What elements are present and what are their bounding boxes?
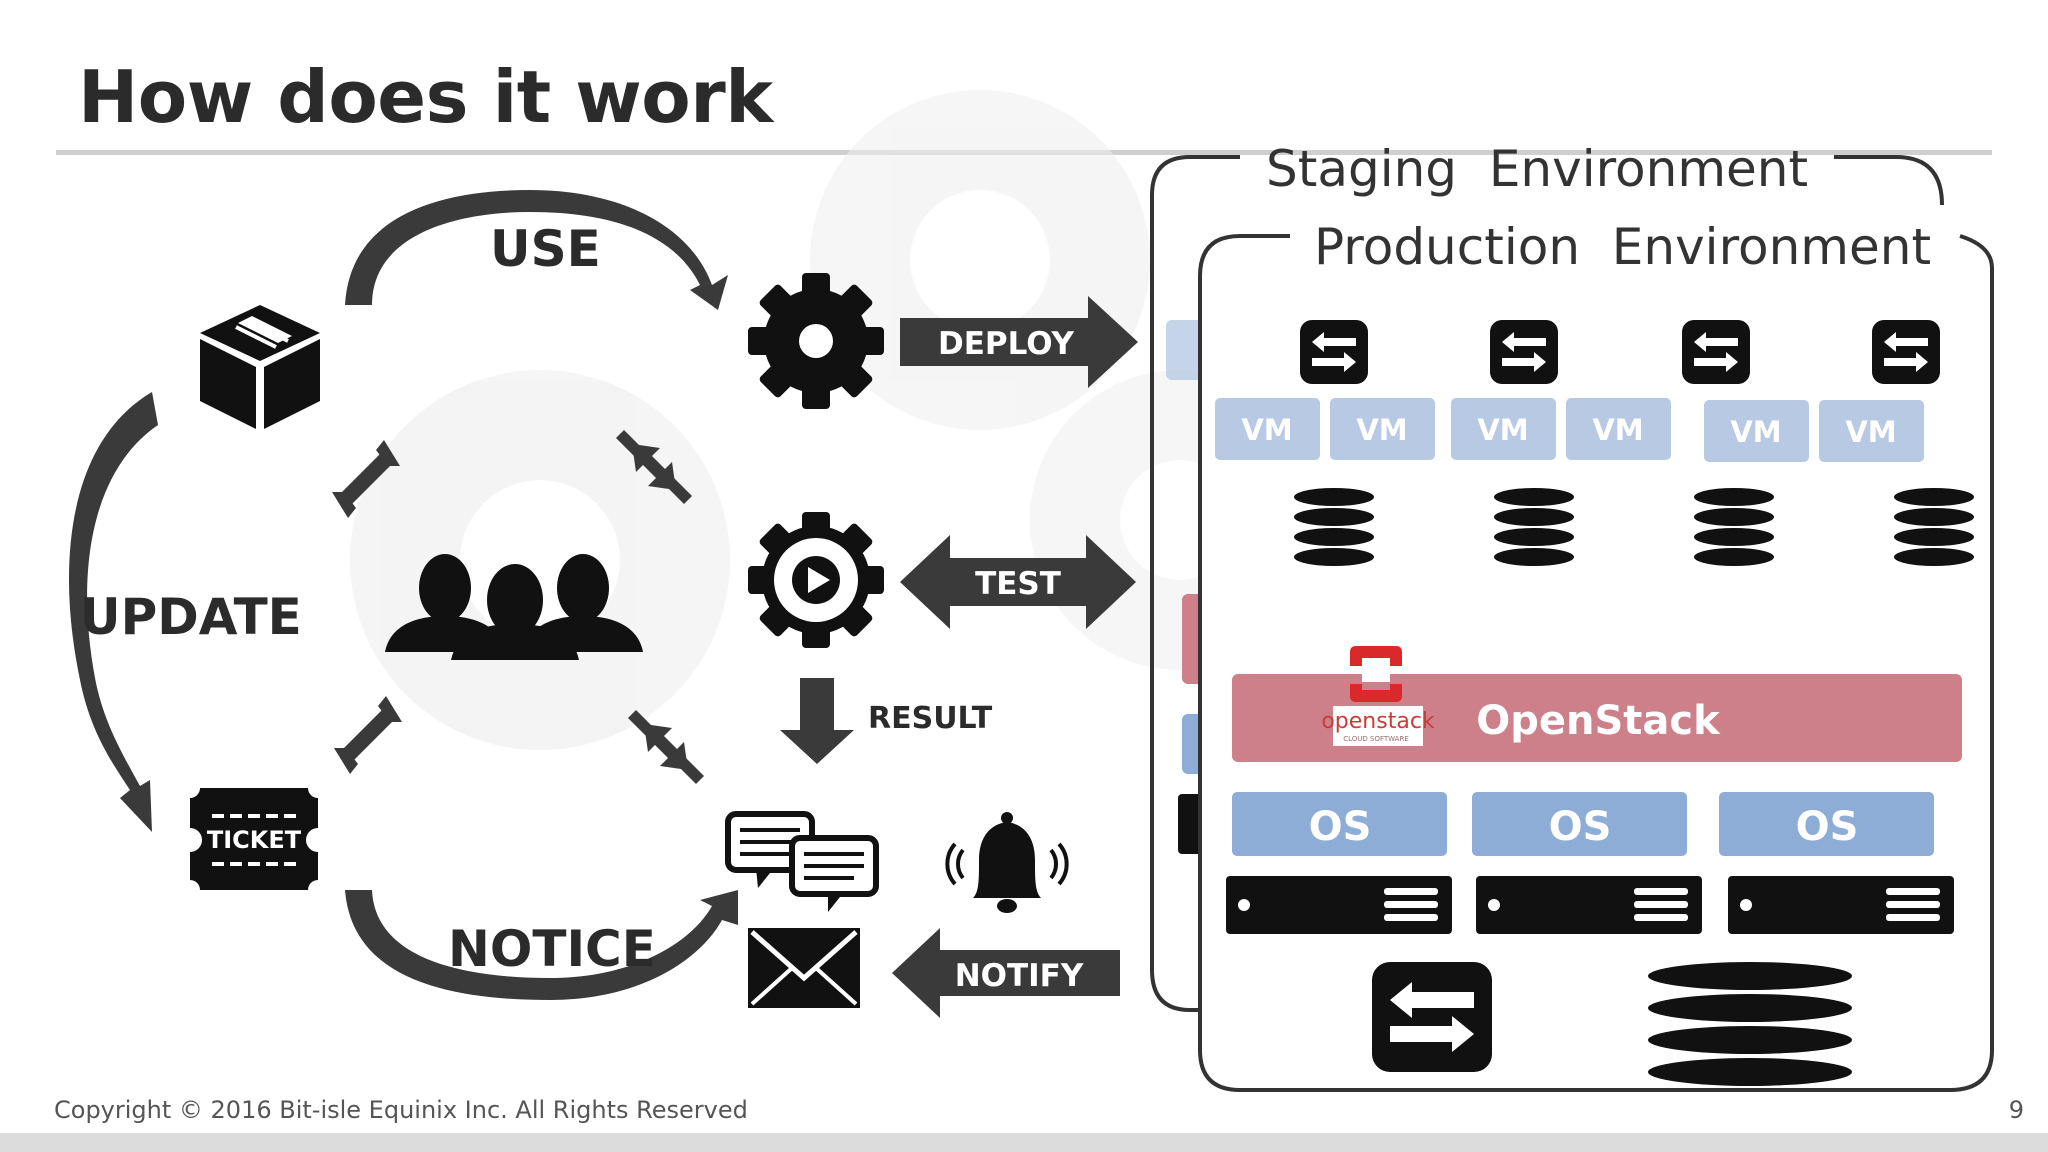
os-label: OS bbox=[1796, 804, 1859, 850]
exchange-arrows-bottom-right bbox=[628, 710, 704, 784]
vm-label: VM bbox=[1477, 413, 1528, 447]
production-title: Production Environment bbox=[1314, 218, 1931, 276]
switch-row bbox=[1300, 320, 1940, 384]
users-group-icon bbox=[385, 554, 643, 660]
test-label: TEST bbox=[975, 566, 1061, 602]
database-icon bbox=[1894, 488, 1974, 566]
exchange-arrows-top-left bbox=[332, 440, 400, 518]
result-arrow bbox=[780, 678, 854, 764]
vm-label: VM bbox=[1845, 415, 1896, 449]
use-arc-arrow bbox=[345, 190, 728, 310]
deploy-label: DEPLOY bbox=[938, 326, 1075, 362]
update-label: UPDATE bbox=[80, 588, 302, 646]
result-label: RESULT bbox=[868, 701, 993, 736]
staging-title: Staging Environment bbox=[1266, 140, 1808, 198]
os-box bbox=[1719, 792, 1934, 856]
openstack-bar-label: OpenStack bbox=[1476, 698, 1721, 744]
gear-icon bbox=[748, 273, 884, 409]
openstack-logo-subtext: CLOUD SOFTWARE bbox=[1343, 735, 1409, 743]
footer-bar bbox=[0, 1133, 2048, 1152]
network-switch-icon bbox=[1372, 962, 1492, 1072]
vm-label: VM bbox=[1356, 413, 1407, 447]
server-rack-icon bbox=[1226, 876, 1452, 934]
ticket-label: TICKET bbox=[207, 826, 302, 854]
openstack-logo-text: openstack bbox=[1321, 709, 1435, 734]
database-icon bbox=[1494, 488, 1574, 566]
update-arc-arrow bbox=[68, 392, 158, 832]
server-rack-icon bbox=[1728, 876, 1954, 934]
vm-box bbox=[1566, 398, 1671, 460]
os-row: OS OS OS bbox=[1232, 792, 1934, 856]
notify-arrow bbox=[892, 928, 1120, 1018]
copyright-footer: Copyright © 2016 Bit-isle Equinix Inc. A… bbox=[54, 1096, 748, 1124]
page-number: 9 bbox=[2008, 1096, 2024, 1124]
vm-box bbox=[1451, 398, 1556, 460]
vm-label: VM bbox=[1241, 413, 1292, 447]
bell-ringing-icon bbox=[945, 812, 1069, 913]
use-label: USE bbox=[490, 220, 601, 278]
os-box bbox=[1472, 792, 1687, 856]
vm-row: VM VM VM VM VM VM bbox=[1215, 398, 1924, 462]
notify-label: NOTIFY bbox=[955, 958, 1084, 994]
database-icon bbox=[1694, 488, 1774, 566]
network-switch-icon bbox=[1490, 320, 1558, 384]
vm-box bbox=[1330, 398, 1435, 460]
chat-bubbles-icon bbox=[725, 811, 879, 912]
ticket-icon: TICKET bbox=[190, 788, 318, 890]
notice-arc-arrow bbox=[345, 890, 738, 1000]
os-label: OS bbox=[1309, 804, 1372, 850]
openstack-layer bbox=[1232, 674, 1962, 762]
exchange-arrows-top-right bbox=[616, 430, 692, 504]
server-rack-icon bbox=[1476, 876, 1702, 934]
gear-play-icon bbox=[748, 512, 884, 648]
exchange-arrows-bottom-left bbox=[334, 696, 402, 774]
package-box-icon bbox=[200, 305, 320, 429]
network-switch-icon bbox=[1682, 320, 1750, 384]
os-box bbox=[1232, 792, 1447, 856]
vm-label: VM bbox=[1592, 413, 1643, 447]
openstack-logo bbox=[1350, 646, 1402, 702]
database-icon bbox=[1648, 962, 1852, 1086]
database-icon bbox=[1294, 488, 1374, 566]
vm-box bbox=[1215, 398, 1320, 460]
vm-box bbox=[1819, 400, 1924, 462]
vm-label: VM bbox=[1730, 415, 1781, 449]
network-switch-icon bbox=[1300, 320, 1368, 384]
slide-title: How does it work bbox=[78, 55, 773, 139]
envelope-icon bbox=[748, 928, 860, 1008]
database-row bbox=[1294, 488, 1974, 566]
network-switch-icon bbox=[1872, 320, 1940, 384]
notice-label: NOTICE bbox=[448, 920, 656, 978]
vm-box bbox=[1704, 400, 1809, 462]
os-label: OS bbox=[1549, 804, 1612, 850]
test-arrow bbox=[900, 535, 1136, 629]
deploy-arrow bbox=[900, 296, 1138, 388]
cycle-arrows bbox=[68, 190, 738, 1000]
server-row bbox=[1226, 876, 1954, 934]
